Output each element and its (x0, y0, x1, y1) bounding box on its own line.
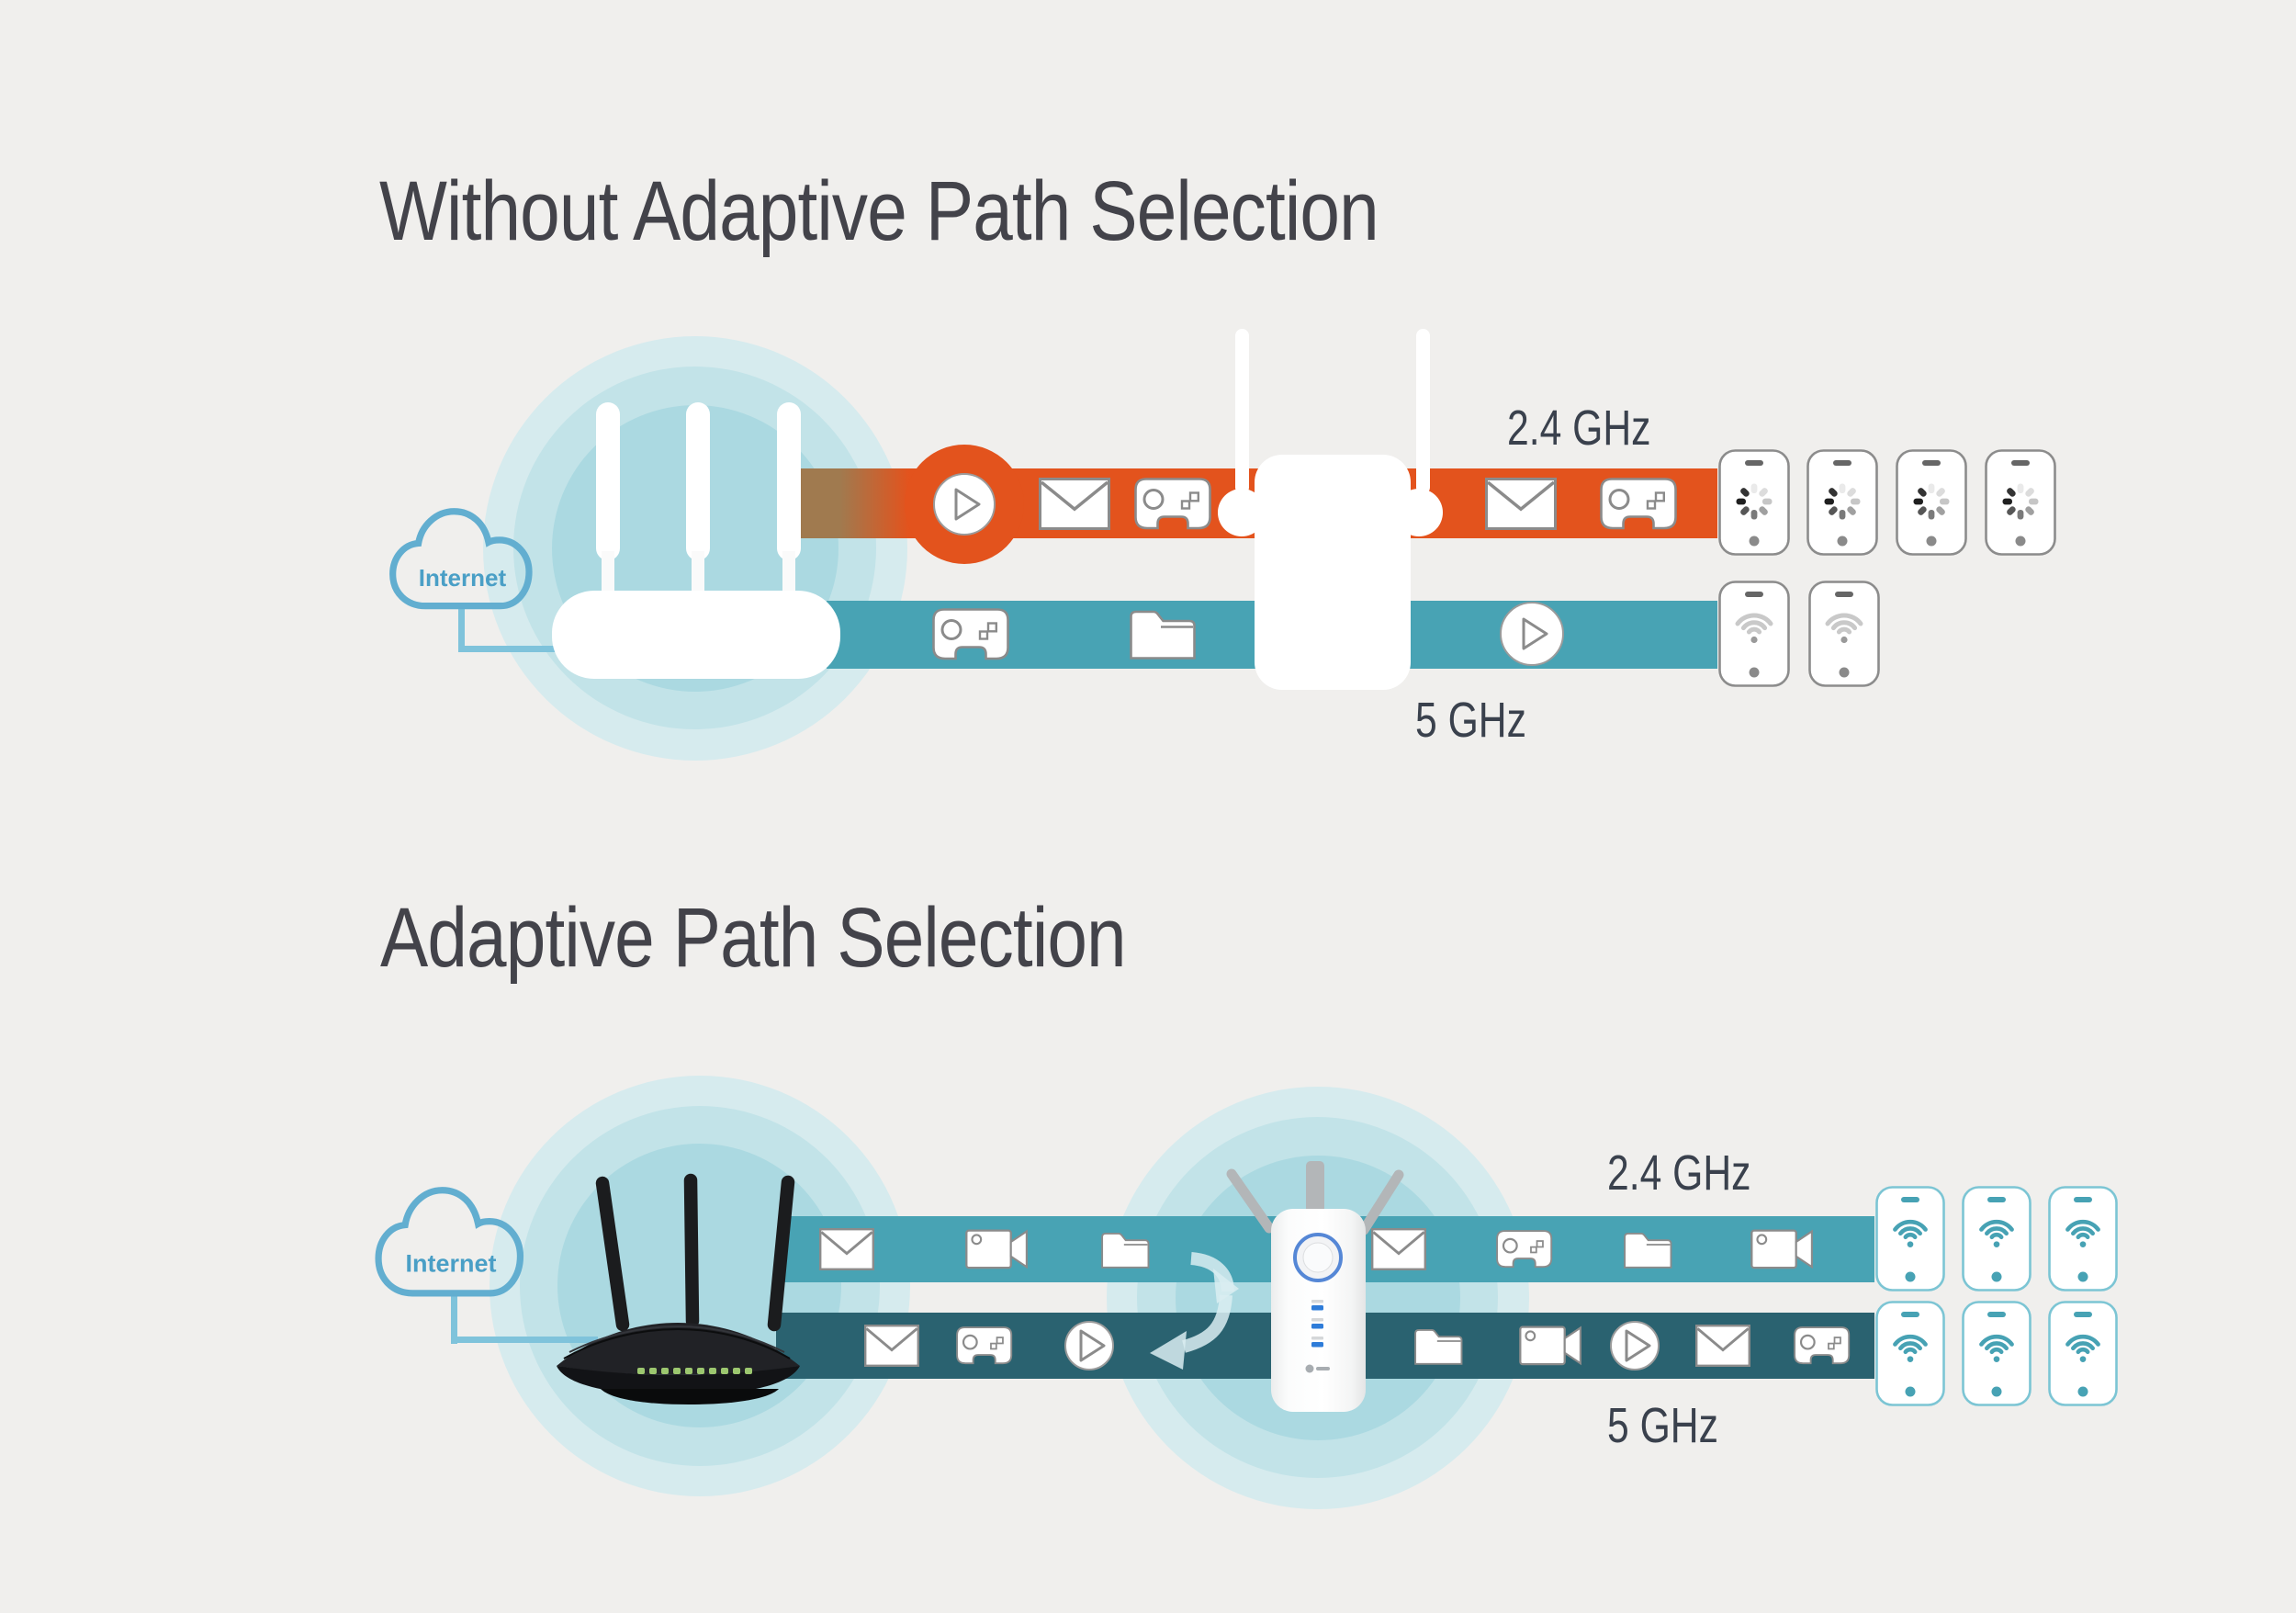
svg-text:Internet: Internet (405, 1249, 496, 1277)
svg-text:Internet: Internet (419, 564, 507, 592)
